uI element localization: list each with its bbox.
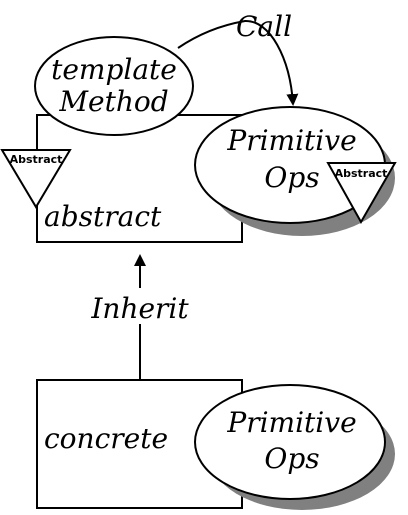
concrete-primitive-ops-ellipse — [194, 384, 386, 500]
concrete-primitive-ops-label-line2: Ops — [264, 442, 319, 475]
template-method-ellipse — [34, 36, 194, 136]
call-label: Call — [236, 10, 292, 43]
abstract-class-badge: Abstract — [0, 149, 72, 209]
primitive-ops-abstract-badge: Abstract — [326, 162, 397, 225]
abstract-primitive-ops-label-line2: Ops — [264, 161, 319, 194]
call-arrow — [177, 19, 299, 106]
inherit-label-bg — [85, 288, 195, 324]
inherit-label: Inherit — [90, 292, 189, 325]
primitive-ops-badge-text: Abstract — [335, 167, 388, 180]
concrete-class-label: concrete — [44, 422, 168, 455]
template-method-label-line1: template — [51, 53, 177, 86]
template-method-label-line2: Method — [58, 85, 168, 118]
concrete-primitive-ops-label-line1: Primitive — [226, 406, 356, 439]
abstract-primitive-ops-label-line1: Primitive — [226, 124, 356, 157]
abstract-badge-text: Abstract — [10, 153, 63, 166]
abstract-badge-triangle — [0, 149, 72, 209]
abstract-class-label: abstract — [44, 200, 162, 233]
primitive-ops-badge-triangle — [326, 162, 397, 225]
